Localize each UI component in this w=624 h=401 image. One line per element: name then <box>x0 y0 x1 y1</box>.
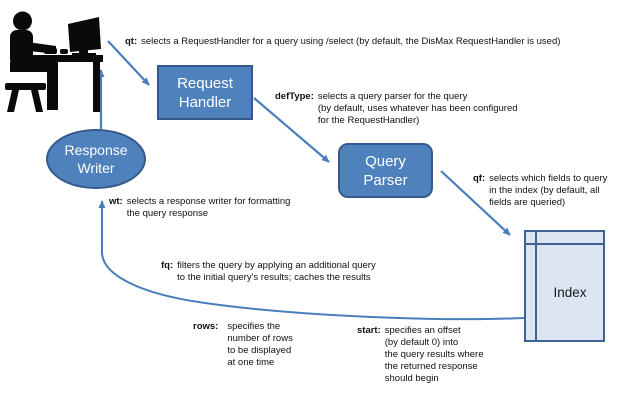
annotation-wt-line: selects a response writer for formatting <box>126 196 291 207</box>
annotation-rows-line: at one time <box>227 357 275 368</box>
annotation-rows-line: to be displayed <box>227 345 292 356</box>
annotation-qt-line: selects a RequestHandler for a query usi… <box>141 36 561 47</box>
annotation-deftype-line: (by default, uses whatever has been conf… <box>317 103 518 114</box>
annotation-fq-line: filters the query by applying an additio… <box>177 260 376 271</box>
user-at-computer-icon <box>5 11 103 112</box>
annotation-start-line: specifies an offset <box>384 325 461 336</box>
annotation-start-tag: start: <box>357 325 381 336</box>
annotation-qf: qf: selects which fields to query in the… <box>473 173 607 209</box>
annotation-start-line: (by default 0) into <box>384 337 459 348</box>
annotation-qf-line: selects which fields to query <box>489 173 608 184</box>
annotation-deftype-line: selects a query parser for the query <box>317 91 468 102</box>
request-handler-label-line2: Handler <box>178 93 232 111</box>
response-writer-label-line1: Response <box>64 142 128 158</box>
annotation-wt: wt: selects a response writer for format… <box>109 196 290 220</box>
annotation-qf-tag: qf: <box>473 173 486 184</box>
annotation-qf-line: in the index (by default, all <box>489 185 600 196</box>
annotation-fq-tag: fq: <box>161 260 174 271</box>
request-handler-node: Request Handler <box>157 65 253 120</box>
index-label: Index <box>553 285 587 300</box>
annotation-start-line: the query results where <box>384 349 484 360</box>
annotation-rows-tag: rows: <box>193 321 219 332</box>
index-row-divider <box>526 243 603 245</box>
annotation-deftype: defType: selects a query parser for the … <box>275 91 518 127</box>
annotation-rows: rows: specifies the number of rows to be… <box>193 321 293 369</box>
annotation-wt-tag: wt: <box>109 196 123 207</box>
annotation-start: start: specifies an offset (by default 0… <box>357 325 484 385</box>
annotation-rows-line: number of rows <box>227 333 293 344</box>
response-writer-label-line2: Writer <box>77 160 115 176</box>
response-writer-node: Response Writer <box>46 129 146 189</box>
annotation-qt-tag: qt: <box>125 36 138 47</box>
arrow-user-to-request-handler <box>107 40 150 86</box>
annotation-deftype-line: for the RequestHandler) <box>317 115 420 126</box>
annotation-rows-line: specifies the <box>227 321 281 332</box>
annotation-fq: fq: filters the query by applying an add… <box>161 260 376 284</box>
annotation-wt-line: the query response <box>126 208 209 219</box>
annotation-qt: qt: selects a RequestHandler for a query… <box>125 36 560 48</box>
annotation-qf-line: fields are queried) <box>489 197 566 208</box>
index-column-divider <box>535 232 537 340</box>
query-parser-node: Query Parser <box>338 143 433 198</box>
annotation-start-line: should begin <box>384 373 439 384</box>
annotation-fq-line: to the initial query's results; caches t… <box>177 272 371 283</box>
query-parser-label-line1: Query <box>365 152 406 170</box>
arrow-request-handler-to-query-parser <box>253 97 330 163</box>
index-node: Index <box>524 230 605 342</box>
annotation-start-line: the returned response <box>384 361 478 372</box>
request-handler-label-line1: Request <box>177 74 233 92</box>
arrow-index-to-response-writer <box>98 200 525 321</box>
query-parser-label-line2: Parser <box>363 171 408 189</box>
arrow-query-parser-to-index <box>440 170 511 236</box>
annotation-deftype-tag: defType: <box>275 91 314 102</box>
